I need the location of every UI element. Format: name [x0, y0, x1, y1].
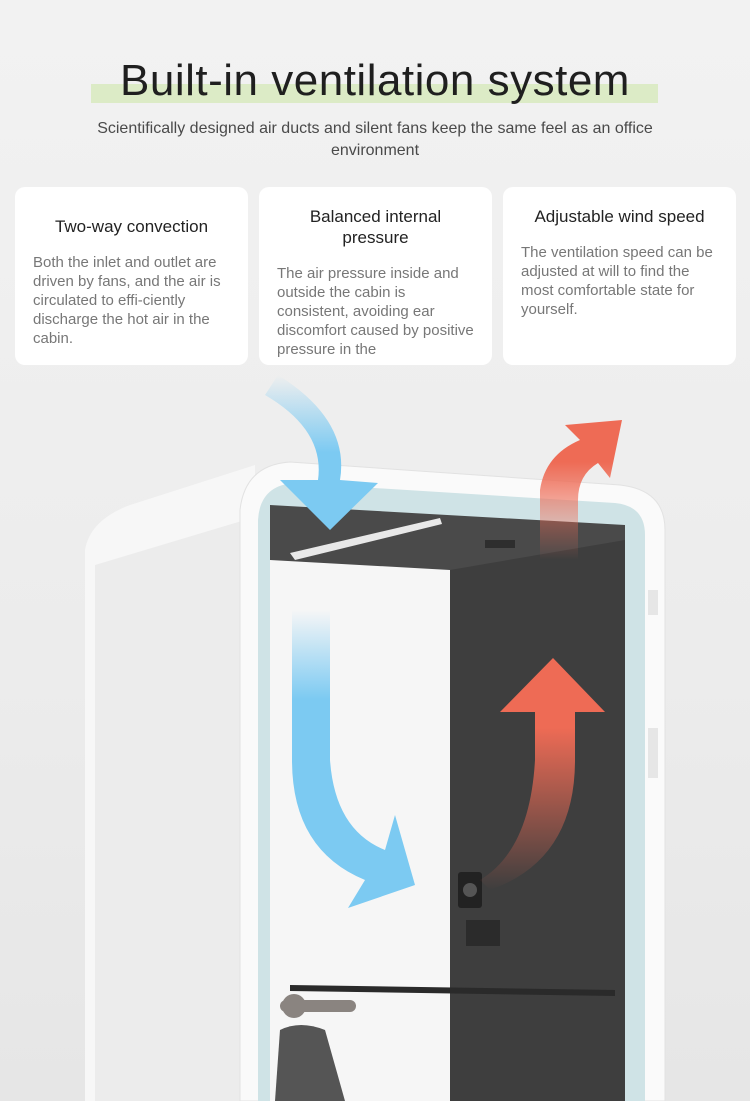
feature-title: Adjustable wind speed — [534, 207, 705, 226]
ceiling-light — [290, 518, 442, 560]
feature-title: Two-way convection — [54, 217, 209, 236]
feature-card-convection: Two-way convection Both the inlet and ou… — [15, 187, 248, 365]
exhaust-airflow-arrow — [540, 420, 622, 560]
page-title: Built-in ventilation system — [120, 56, 630, 105]
feature-title: Balanced internal pressure — [309, 207, 442, 247]
feature-text: The air pressure inside and outside the … — [277, 265, 474, 358]
inlet-airflow-arrow — [265, 375, 378, 530]
power-socket — [466, 920, 500, 946]
page-subtitle: Scientifically designed air ducts and si… — [97, 120, 653, 159]
chair — [275, 1025, 345, 1101]
circulating-airflow-arrow — [292, 610, 415, 908]
feature-text: The ventilation speed can be adjusted at… — [521, 244, 713, 318]
hot-air-outlet-arrow — [480, 658, 605, 890]
desk — [290, 985, 615, 996]
feature-card-wind-speed: Adjustable wind speed The ventilation sp… — [503, 187, 736, 365]
title-highlight — [91, 84, 658, 103]
feature-card-pressure: Balanced internal pressure The air press… — [259, 187, 492, 365]
feature-text: Both the inlet and outlet are driven by … — [33, 254, 221, 347]
